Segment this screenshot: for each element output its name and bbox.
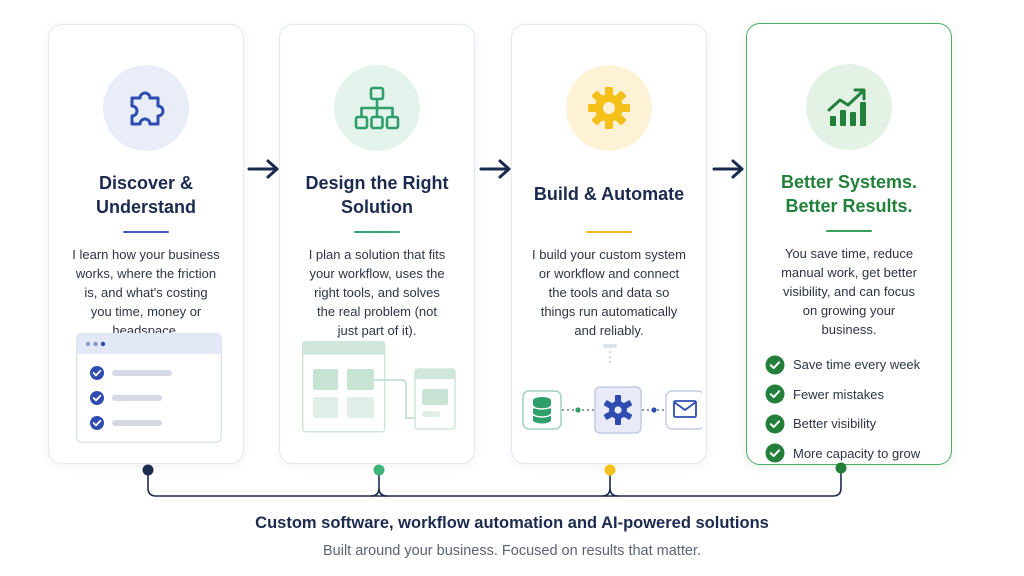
title-divider (586, 231, 632, 233)
flowchart-icon (334, 65, 420, 151)
step-title: Discover & Understand (95, 173, 196, 217)
database-icon (522, 390, 562, 430)
checklist-window-illustration (76, 333, 222, 443)
step-node (604, 464, 616, 476)
step-description: I build your custom system or workflow a… (532, 247, 686, 338)
process-connector (142, 462, 847, 497)
step-description: I learn how your business works, where t… (72, 247, 220, 338)
check-circle-icon (765, 443, 785, 463)
arrow-right-icon (479, 159, 511, 179)
title-divider (826, 230, 872, 232)
benefit-label: Fewer mistakes (793, 386, 885, 402)
gear-icon (594, 386, 642, 434)
title-divider (123, 231, 169, 233)
step-card-design: Design the Right Solution I plan a solut… (279, 24, 475, 464)
footer-subtitle: Built around your business. Focused on r… (322, 543, 701, 559)
checklist-row (90, 366, 172, 380)
wireframe-illustration (302, 341, 456, 433)
step-node (142, 464, 154, 476)
growth-chart-icon (806, 64, 892, 150)
puzzle-icon (103, 65, 189, 151)
checklist-row (90, 391, 162, 405)
step-node (835, 462, 847, 474)
benefit-item: Better visibility (765, 409, 941, 439)
step-title: Design the Right Solution (305, 173, 449, 217)
arrow-right-icon (247, 159, 279, 179)
check-circle-icon (765, 414, 785, 434)
checklist-row (90, 416, 162, 430)
step-node (373, 464, 385, 476)
integration-illustration (522, 344, 702, 434)
arrow-right-icon (712, 159, 744, 179)
check-circle-icon (765, 384, 785, 404)
step-title: Better Systems. Better Results. (780, 172, 918, 216)
footer-title: Custom software, workflow automation and… (255, 514, 769, 532)
check-circle-icon (765, 355, 785, 375)
step-title: Build & Automate (533, 184, 685, 204)
benefits-list: Save time every week Fewer mistakes Bett… (765, 350, 941, 468)
benefit-label: Better visibility (793, 416, 877, 432)
title-divider (354, 231, 400, 233)
step-description: I plan a solution that fits your workflo… (308, 247, 446, 338)
benefit-label: Save time every week (793, 357, 921, 373)
step-description: You save time, reduce manual work, get b… (781, 246, 917, 337)
benefit-item: More capacity to grow (765, 439, 941, 469)
benefit-item: Fewer mistakes (765, 380, 941, 410)
benefit-label: More capacity to grow (793, 445, 921, 461)
gear-icon (566, 65, 652, 151)
envelope-icon (665, 390, 702, 430)
step-card-discover: Discover & Understand I learn how your b… (48, 24, 244, 464)
step-card-results: Better Systems. Better Results. You save… (746, 23, 952, 465)
benefit-item: Save time every week (765, 350, 941, 380)
step-card-build: Build & Automate I build your custom sys… (511, 24, 707, 464)
